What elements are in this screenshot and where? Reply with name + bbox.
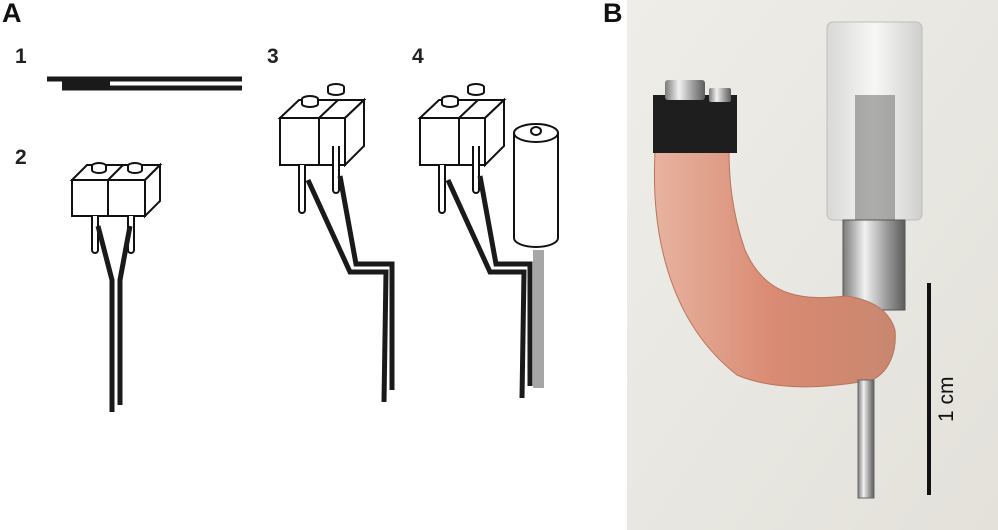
dental-cement	[653, 149, 896, 388]
step-3-wires	[305, 175, 395, 403]
step-2-wires	[95, 225, 133, 412]
step-4-tube	[513, 123, 559, 248]
step-4-label: 4	[412, 45, 424, 68]
guide-cannula	[857, 379, 875, 499]
implant-photo	[627, 0, 998, 530]
step-4-gray-wire	[533, 250, 544, 388]
panel-b-letter: B	[603, 0, 623, 28]
scale-bar-label: 1 cm	[935, 376, 958, 422]
metal-sleeve	[842, 219, 906, 311]
panel-a-letter: A	[2, 0, 22, 28]
step-1-label: 1	[15, 45, 27, 68]
assembly-diagram	[47, 76, 559, 412]
step-3-connector	[277, 83, 367, 214]
step-4-connector	[417, 83, 507, 214]
step-2-connector	[69, 162, 163, 254]
step-3-label: 3	[267, 45, 279, 68]
step-2-label: 2	[15, 146, 27, 169]
step-1-wires	[47, 76, 242, 91]
step-4-wires	[445, 175, 533, 399]
connector-block	[653, 95, 737, 153]
